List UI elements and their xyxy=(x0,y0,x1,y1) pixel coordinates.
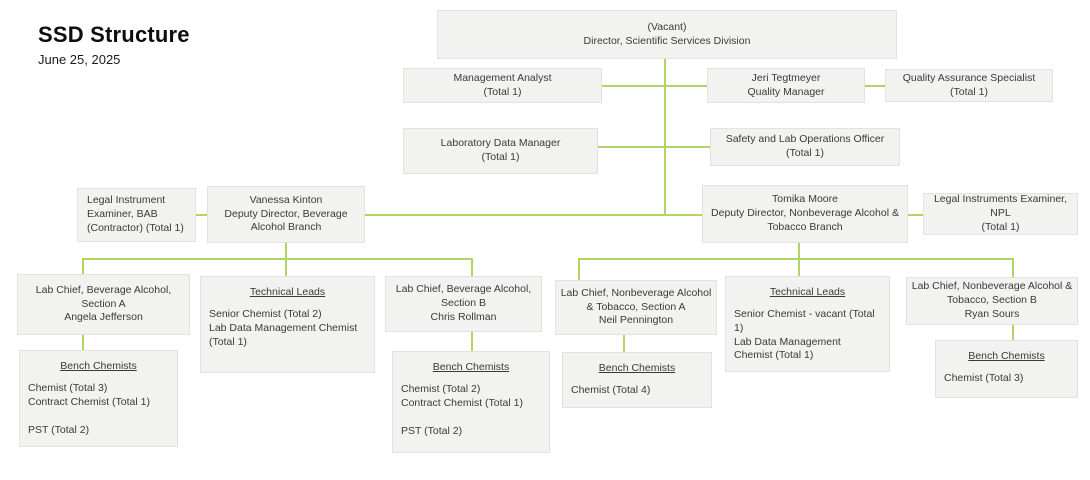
box-line: Director, Scientific Services Division xyxy=(583,34,751,47)
box-item: Chemist (Total 2) xyxy=(401,382,481,395)
box-line: Tomika Moore xyxy=(772,193,838,206)
box-line: Alcohol Branch xyxy=(250,221,322,234)
box-line: Tobacco, Section B xyxy=(947,294,1037,307)
box-line: & Tobacco, Section A xyxy=(586,300,686,313)
box-line: Examiner, BAB xyxy=(87,208,158,221)
org-box-lab-chief-nba-section-b: Lab Chief, Nonbeverage Alcohol & Tobacco… xyxy=(906,277,1078,325)
org-box-lab-chief-ba-section-a: Lab Chief, Beverage Alcohol, Section A A… xyxy=(17,274,190,335)
box-line: (Total 1) xyxy=(950,85,988,98)
box-header: Bench Chemists xyxy=(598,362,676,374)
box-line: Angela Jefferson xyxy=(64,311,143,324)
box-line: (Total 1) xyxy=(981,220,1020,233)
box-line: Tobacco Branch xyxy=(767,220,843,233)
box-item: Contract Chemist (Total 1) xyxy=(401,396,523,409)
box-header: Bench Chemists xyxy=(432,361,510,373)
box-item xyxy=(28,410,169,424)
box-item: Senior Chemist (Total 2) xyxy=(209,307,322,320)
org-box-quality-manager: Jeri Tegtmeyer Quality Manager xyxy=(707,68,865,103)
box-line: Neil Pennington xyxy=(598,314,674,327)
org-box-deputy-director-nonbeverage: Tomika Moore Deputy Director, Nonbeverag… xyxy=(702,185,908,243)
page-title: SSD Structure xyxy=(38,22,190,47)
box-line: Quality Manager xyxy=(747,85,825,98)
org-box-technical-leads-ba: Technical Leads Senior Chemist (Total 2)… xyxy=(200,276,375,373)
box-item: PST (Total 2) xyxy=(401,424,463,437)
box-header: Technical Leads xyxy=(769,286,846,298)
connector-row3 xyxy=(598,146,710,148)
page-date: June 25, 2025 xyxy=(38,52,121,67)
org-box-deputy-director-beverage: Vanessa Kinton Deputy Director, Beverage… xyxy=(207,186,365,243)
box-line: (Vacant) xyxy=(647,20,687,33)
org-box-management-analyst: Management Analyst (Total 1) xyxy=(403,68,602,103)
box-line: (Contractor) (Total 1) xyxy=(87,221,184,234)
connector-nba-tl-drop xyxy=(798,258,800,276)
connector-nba-a-bench xyxy=(623,335,625,353)
box-line: Deputy Director, Nonbeverage Alcohol & xyxy=(711,207,899,220)
box-line: Jeri Tegtmeyer xyxy=(751,71,821,84)
box-line: Lab Chief, Nonbeverage Alcohol & xyxy=(911,280,1073,293)
box-header: Technical Leads xyxy=(249,286,326,298)
org-box-technical-leads-nba: Technical Leads Senior Chemist - vacant … xyxy=(725,276,890,372)
box-line: Chris Rollman xyxy=(430,310,497,323)
box-line: Ryan Sours xyxy=(964,307,1020,320)
org-box-safety-officer: Safety and Lab Operations Officer (Total… xyxy=(710,128,900,166)
box-item: Contract Chemist (Total 1) xyxy=(28,395,150,408)
box-header: Bench Chemists xyxy=(968,350,1045,362)
org-box-lab-chief-ba-section-b: Lab Chief, Beverage Alcohol, Section B C… xyxy=(385,276,542,332)
connector-nba-children xyxy=(578,258,1014,260)
connector-qm-qas xyxy=(865,85,885,87)
box-item: Chemist (Total 3) xyxy=(28,381,108,394)
box-line: Lab Chief, Beverage Alcohol, xyxy=(395,283,532,296)
connector-trunk xyxy=(664,59,666,216)
box-header: Bench Chemists xyxy=(60,360,137,372)
org-box-bench-chemists-ba-b: Bench Chemists Chemist (Total 2) Contrac… xyxy=(392,351,550,453)
org-box-lab-chief-nba-section-a: Lab Chief, Nonbeverage Alcohol & Tobacco… xyxy=(555,280,717,335)
box-line: Legal Instruments Examiner, NPL xyxy=(933,193,1068,220)
box-item xyxy=(401,411,541,425)
org-box-bench-chemists-nba-b: Bench Chemists Chemist (Total 3) xyxy=(935,340,1078,398)
box-line: Deputy Director, Beverage xyxy=(224,207,348,220)
box-line: Management Analyst xyxy=(453,71,552,84)
box-line: Laboratory Data Manager xyxy=(440,137,561,150)
connector-nba-stub xyxy=(798,243,800,259)
org-box-bench-chemists-ba-a: Bench Chemists Chemist (Total 3) Contrac… xyxy=(19,350,178,447)
connector-row2-left xyxy=(602,85,708,87)
box-line: Legal Instrument xyxy=(87,194,166,207)
org-box-director: (Vacant) Director, Scientific Services D… xyxy=(437,10,897,59)
box-item: Chemist (Total 3) xyxy=(944,371,1024,384)
box-line: Lab Chief, Nonbeverage Alcohol xyxy=(560,286,712,299)
box-item: Chemist (Total 4) xyxy=(571,383,651,396)
box-line: Section A xyxy=(81,297,126,310)
box-item: Lab Data Management Chemist (Total 1) xyxy=(209,321,358,348)
connector-ba-children xyxy=(82,258,473,260)
box-line: Section B xyxy=(441,297,486,310)
box-line: Quality Assurance Specialist xyxy=(902,71,1036,84)
connector-ba-tl-drop xyxy=(285,258,287,276)
box-line: (Total 1) xyxy=(481,151,520,163)
org-box-legal-instrument-examiner-bab: Legal Instrument Examiner, BAB (Contract… xyxy=(77,188,196,242)
box-item: Lab Data Management Chemist (Total 1) xyxy=(734,335,841,362)
org-box-bench-chemists-nba-a: Bench Chemists Chemist (Total 4) xyxy=(562,352,712,408)
connector-nba-a-drop xyxy=(578,258,580,280)
box-item: Senior Chemist - vacant (Total 1) xyxy=(734,307,875,334)
box-line: (Total 1) xyxy=(786,147,824,159)
box-line: Safety and Lab Operations Officer xyxy=(725,133,885,146)
connector-ba-stub xyxy=(285,243,287,259)
box-line: Lab Chief, Beverage Alcohol, xyxy=(35,283,172,296)
box-item: PST (Total 2) xyxy=(28,423,90,436)
org-box-lab-data-manager: Laboratory Data Manager (Total 1) xyxy=(403,128,598,174)
connector-row4 xyxy=(196,214,923,216)
box-line: (Total 1) xyxy=(483,85,522,98)
org-box-qa-specialist: Quality Assurance Specialist (Total 1) xyxy=(885,69,1053,102)
org-box-legal-instruments-examiner-npl: Legal Instruments Examiner, NPL (Total 1… xyxy=(923,193,1078,235)
box-line: Vanessa Kinton xyxy=(249,193,323,206)
